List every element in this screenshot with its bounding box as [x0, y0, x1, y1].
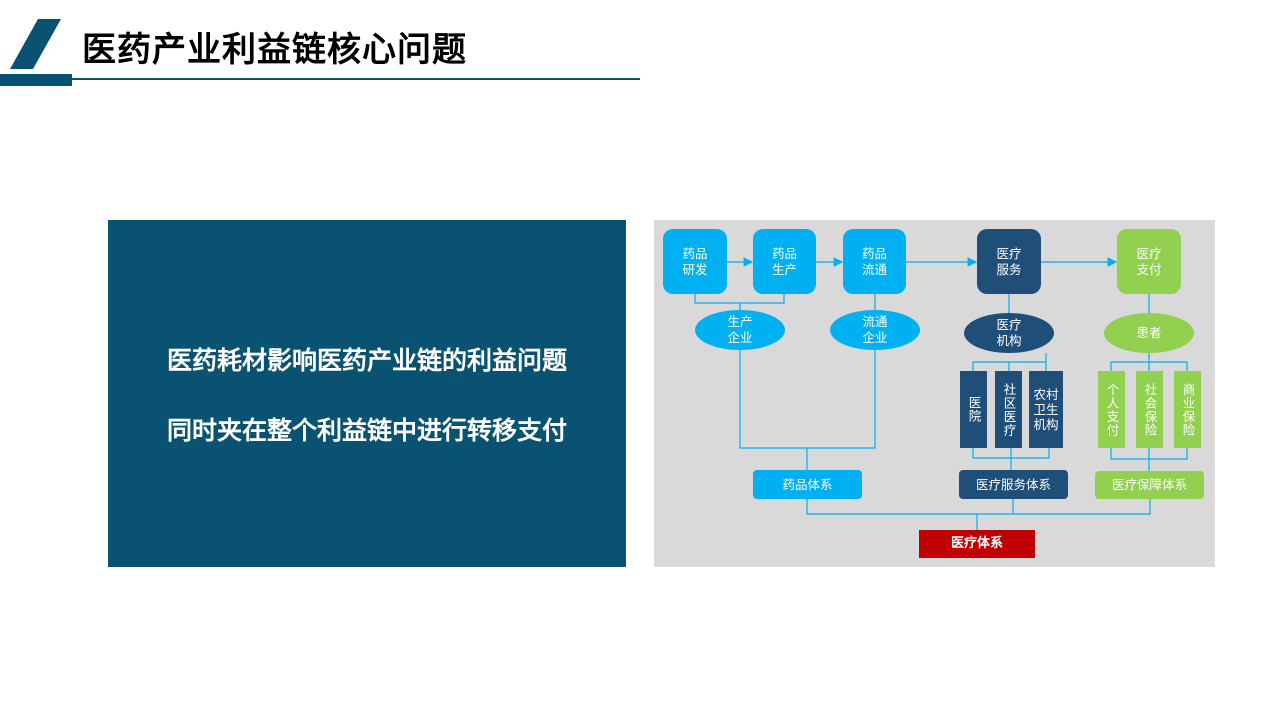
summary-panel: 医药耗材影响医药产业链的利益问题 同时夹在整个利益链中进行转移支付 [108, 220, 626, 567]
node-hospital: 医院 [960, 371, 987, 448]
node-drug-rd: 药品研发 [663, 229, 727, 294]
industry-chain-diagram: 药品研发 药品生产 药品流通 医疗服务 医疗支付 生产企业 流通企业 医疗机构 … [654, 220, 1215, 567]
node-social-insurance: 社会保险 [1136, 371, 1163, 448]
node-drug-production: 药品生产 [753, 229, 816, 294]
node-rural-health: 农村卫生机构 [1029, 371, 1063, 448]
node-medical-service: 医疗服务 [977, 229, 1041, 294]
node-commercial-insurance: 商业保险 [1174, 371, 1201, 448]
node-personal-payment: 个人支付 [1098, 371, 1125, 448]
summary-line-2: 同时夹在整个利益链中进行转移支付 [166, 415, 567, 445]
node-drug-distribution: 药品流通 [843, 229, 906, 294]
node-medical-security-system: 医疗保障体系 [1095, 471, 1204, 499]
ellipse-production-enterprise: 生产企业 [695, 310, 785, 350]
connector-lines [694, 257, 1188, 530]
node-drug-system: 药品体系 [753, 470, 862, 499]
node-community-medical: 社区医疗 [995, 371, 1022, 448]
node-medical-payment: 医疗支付 [1117, 229, 1181, 294]
node-medical-system: 医疗体系 [919, 530, 1035, 558]
ellipse-patient: 患者 [1104, 313, 1194, 353]
node-medical-service-system: 医疗服务体系 [959, 470, 1068, 499]
header-decoration [0, 19, 640, 86]
ellipse-distribution-enterprise: 流通企业 [830, 310, 920, 350]
page-title: 医药产业利益链核心问题 [82, 30, 467, 70]
ellipse-medical-institution: 医疗机构 [964, 313, 1054, 353]
summary-line-1: 医药耗材影响医药产业链的利益问题 [166, 345, 567, 375]
